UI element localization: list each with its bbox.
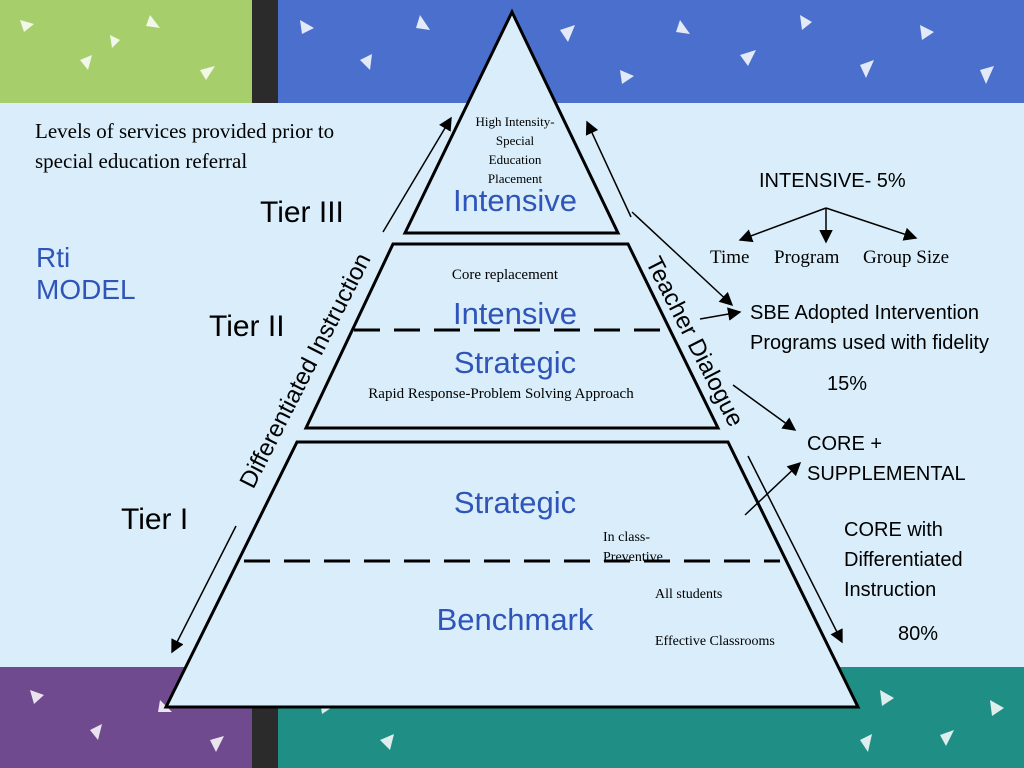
core-plus-line-2: SUPPLEMENTAL [807, 463, 966, 485]
arrow-left-up [382, 116, 452, 233]
core-supplemental-text: CORE + SUPPLEMENTAL [807, 429, 966, 489]
in-class-line-1: In class- [603, 530, 651, 545]
top-note-line-2: Special [495, 133, 535, 148]
sbe-programs-text: SBE Adopted Intervention Programs used w… [750, 298, 989, 358]
middle-strategic-label: Strategic [453, 345, 577, 380]
arrow-left-down [171, 525, 237, 654]
core-with-line-3: Instruction [844, 579, 937, 601]
core-differentiated-text: CORE with Differentiated Instruction [844, 515, 963, 605]
levels-caption-line-2: special education referral [35, 149, 248, 173]
levels-caption: Levels of services provided prior to spe… [35, 116, 334, 176]
pyramid-bottom-section [163, 440, 861, 709]
arrow-to-core-plus [732, 384, 797, 431]
all-students-note: All students [655, 587, 723, 602]
top-divider-band [252, 0, 278, 103]
top-note-line-1: High Intensity- [475, 114, 555, 129]
rti-model-line-2: MODEL [36, 274, 136, 305]
arrow-to-time [738, 207, 827, 243]
rti-model-line-1: Rti [36, 242, 71, 273]
arrow-to-programs [699, 307, 742, 321]
core-with-line-2: Differentiated [844, 549, 963, 571]
arrow-right-down [747, 455, 843, 644]
intensive-percent-label: INTENSIVE- 5% [759, 170, 906, 192]
in-class-line-2: Preventive [603, 550, 663, 565]
tier-2-label: Tier II [209, 310, 285, 343]
arrow-to-group-size [825, 207, 918, 241]
top-note-line-4: Placement [487, 171, 543, 186]
top-right-band [278, 0, 1024, 103]
rapid-response-note: Rapid Response-Problem Solving Approach [368, 386, 634, 402]
pyramid-middle-section [303, 242, 721, 430]
tier-3-label: Tier III [260, 196, 344, 229]
core-replacement-note: Core replacement [451, 267, 559, 283]
time-label: Time [710, 247, 750, 268]
group-size-label: Group Size [863, 247, 950, 268]
fifteen-percent-label: 15% [827, 373, 868, 395]
top-note-line-3: Education [488, 152, 542, 167]
top-note: High Intensity- Special Education Placem… [455, 112, 575, 188]
core-with-line-1: CORE with [844, 519, 943, 541]
effective-classrooms-note: Effective Classrooms [655, 634, 775, 649]
arrow-to-sbe [631, 211, 734, 307]
program-label: Program [774, 247, 840, 268]
arrow-right-up [585, 120, 632, 218]
top-intensive-label: Intensive [452, 183, 578, 218]
tier-1-label: Tier I [121, 503, 189, 536]
levels-caption-line-1: Levels of services provided prior to [35, 119, 335, 143]
sbe-line-1: SBE Adopted Intervention [750, 302, 980, 324]
sbe-line-2: Programs used with fidelity [750, 332, 989, 354]
pyramid-top-section [402, 8, 621, 235]
benchmark-label: Benchmark [436, 602, 594, 637]
core-plus-line-1: CORE + [807, 433, 883, 455]
top-left-band [0, 0, 252, 103]
eighty-percent-label: 80% [898, 623, 939, 645]
in-class-note: In class- Preventive [603, 528, 663, 568]
arrow-from-core-plus [744, 461, 802, 516]
middle-intensive-label: Intensive [452, 296, 578, 331]
bottom-strategic-label: Strategic [453, 485, 577, 520]
rti-model-title: Rti MODEL [36, 242, 136, 306]
